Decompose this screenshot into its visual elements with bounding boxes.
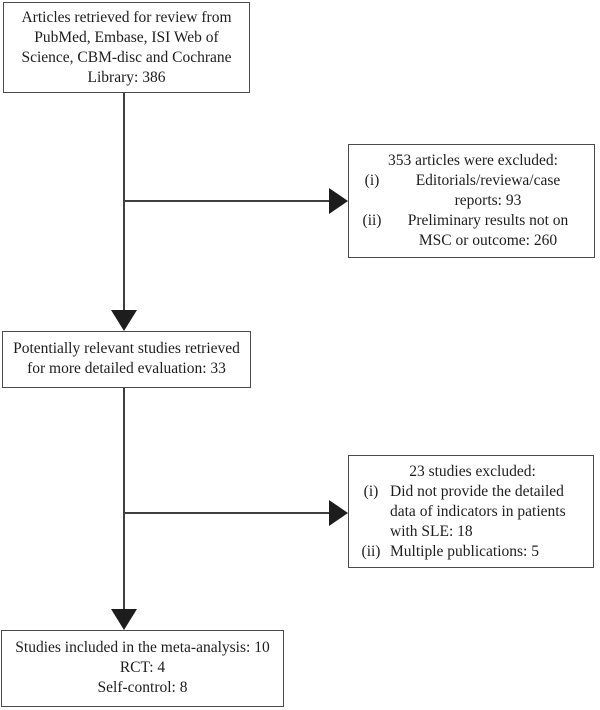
relevant-studies-text: Potentially relevant studies retrieved f…: [13, 340, 240, 377]
excluded-studies-item: (ii) Multiple publications: 5: [355, 542, 590, 562]
list-item-text: Did not provide the detailed data of ind…: [390, 483, 566, 540]
excluded-studies-title: 23 studies excluded:: [409, 463, 536, 480]
included-studies-box: Studies included in the meta-analysis: 1…: [1, 630, 284, 707]
list-marker: (i): [364, 172, 380, 189]
excluded-articles-item: (ii) Preliminary results not on MSC or o…: [357, 211, 589, 251]
connector-horizontal-line-1: [124, 200, 330, 202]
source-articles-box: Articles retrieved for review from PubMe…: [3, 2, 250, 93]
relevant-studies-box: Potentially relevant studies retrieved f…: [2, 331, 251, 388]
excluded-studies-item: (i) Did not provide the detailed data of…: [355, 482, 590, 542]
list-marker: (ii): [362, 212, 382, 229]
list-item-text: Multiple publications: 5: [390, 543, 539, 560]
list-marker: (ii): [361, 543, 381, 560]
source-articles-text: Articles retrieved for review from PubMe…: [21, 9, 232, 86]
connector-horizontal-line-2: [124, 512, 330, 514]
excluded-studies-box: 23 studies excluded: (i) Did not provide…: [348, 455, 594, 568]
excluded-articles-item: (i) Editorials/reviewa/case reports: 93: [357, 171, 589, 211]
excluded-articles-box: 353 articles were excluded: (i) Editoria…: [348, 144, 595, 258]
connector-vertical-line-2: [123, 388, 125, 612]
arrow-right-icon: [329, 500, 348, 526]
connector-vertical-line-1: [123, 93, 125, 311]
included-studies-text: Studies included in the meta-analysis: 1…: [15, 639, 270, 696]
list-item-text: Preliminary results not on MSC or outcom…: [407, 212, 569, 249]
arrow-down-icon: [111, 609, 137, 630]
list-item-text: Editorials/reviewa/case reports: 93: [415, 172, 561, 209]
arrow-down-icon: [111, 310, 137, 331]
excluded-articles-title: 353 articles were excluded:: [388, 152, 558, 169]
list-marker: (i): [363, 483, 379, 500]
arrow-right-icon: [329, 188, 348, 214]
